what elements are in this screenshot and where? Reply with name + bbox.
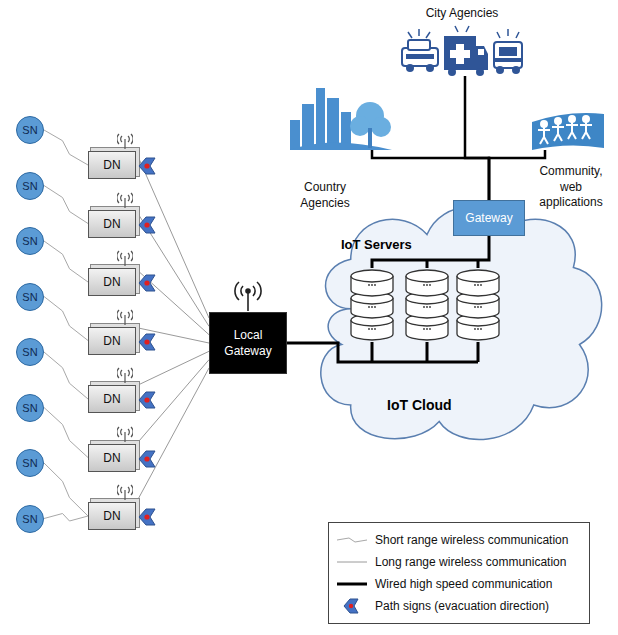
- node-label: Gateway: [465, 211, 512, 225]
- node-label: SN: [22, 346, 37, 358]
- long-range-wireless-link: [136, 351, 209, 386]
- antenna-icon: [117, 250, 133, 266]
- antenna-icon: [117, 309, 133, 325]
- wired-link: [372, 150, 489, 200]
- device-node-box: DN: [88, 327, 136, 355]
- node-label: DN: [103, 275, 120, 289]
- short-range-wireless-link: [44, 408, 88, 458]
- long-range-wireless-link: [136, 360, 209, 445]
- node-label: SN: [22, 402, 37, 414]
- agency-label: City Agencies: [388, 6, 536, 22]
- node-label: SN: [22, 235, 37, 247]
- device-node-box: DN: [88, 151, 136, 179]
- short-range-wireless-link: [44, 130, 88, 165]
- legend-row: Long range wireless communication: [335, 551, 583, 573]
- long-range-wireless-link: [136, 368, 209, 503]
- sensor-node-circle: SN: [16, 394, 44, 422]
- node-label: DN: [103, 217, 120, 231]
- node-label: SN: [22, 457, 37, 469]
- device-node-box: DN: [88, 385, 136, 413]
- sensor-node-circle: SN: [16, 227, 44, 255]
- wired-link: [465, 76, 489, 200]
- legend-box: Short range wireless communicationLong r…: [328, 522, 590, 624]
- node-label: SN: [22, 180, 37, 192]
- agency-label: Country Agencies: [286, 180, 364, 211]
- node-label: DN: [103, 509, 120, 523]
- antenna-icon: [117, 426, 133, 442]
- sensor-node-circle: SN: [16, 283, 44, 311]
- legend-text: Short range wireless communication: [375, 533, 568, 547]
- long-range-wireless-link: [136, 269, 209, 335]
- antenna-icon: [117, 133, 133, 149]
- antenna-icon: [117, 367, 133, 383]
- path-sign-icon: [138, 391, 156, 409]
- path-sign-icon: [138, 274, 156, 292]
- path-sign-icon: [138, 157, 156, 175]
- short-range-wireless-link: [44, 514, 88, 522]
- legend-text: Long range wireless communication: [375, 555, 566, 569]
- node-label: DN: [103, 451, 120, 465]
- fire-truck-icon: [494, 29, 522, 74]
- skyline-icon: [290, 88, 392, 150]
- short-range-wireless-link: [44, 186, 88, 224]
- legend-sample: [335, 576, 369, 592]
- legend-row: Path signs (evacuation direction): [335, 595, 583, 617]
- long-range-wireless-link: [136, 211, 209, 327]
- short-range-wireless-link: [44, 463, 88, 516]
- agency-node: City Agencies: [398, 28, 526, 76]
- agency-node: Country Agencies: [288, 86, 394, 150]
- community-icon: [532, 113, 604, 150]
- sensor-node-circle: SN: [16, 449, 44, 477]
- legend-sample: [335, 532, 369, 548]
- local-gateway-box: Local Gateway: [209, 312, 287, 374]
- server-bus-wire: [305, 236, 489, 362]
- node-label: SN: [22, 291, 37, 303]
- server-icon: [351, 270, 499, 340]
- agency-label: Community, web applications: [534, 164, 608, 211]
- device-node-box: DN: [88, 268, 136, 296]
- path-sign-icon: [138, 508, 156, 526]
- device-node-box: DN: [88, 502, 136, 530]
- short-range-wireless-link: [44, 297, 88, 341]
- node-label: DN: [103, 334, 120, 348]
- path-sign-icon: [138, 333, 156, 351]
- path-sign-icon: [138, 216, 156, 234]
- path-sign-icon: [138, 450, 156, 468]
- legend-sample: [335, 598, 369, 614]
- node-label: SN: [22, 124, 37, 136]
- legend-sample: [335, 554, 369, 570]
- gateway-box: Gateway: [453, 200, 525, 236]
- antenna-icon: [117, 484, 133, 500]
- short-range-wireless-link: [44, 352, 88, 399]
- iot-cloud: IoT ServersIoT Cloud Gateway: [305, 185, 610, 460]
- agency-node: Community, web applications: [530, 108, 606, 150]
- long-range-wireless-link: [136, 152, 209, 318]
- sensor-node-circle: SN: [16, 338, 44, 366]
- wired-link: [489, 150, 545, 200]
- antenna-icon: [117, 192, 133, 208]
- cloud-label: IoT Cloud: [387, 397, 452, 413]
- node-label: DN: [103, 392, 120, 406]
- sensor-node-circle: SN: [16, 505, 44, 533]
- node-label: Local Gateway: [214, 327, 282, 359]
- cloud-label: IoT Servers: [341, 237, 412, 252]
- legend-row: Wired high speed communication: [335, 573, 583, 595]
- node-label: SN: [22, 513, 37, 525]
- device-node-box: DN: [88, 210, 136, 238]
- legend-text: Path signs (evacuation direction): [375, 599, 549, 613]
- legend-text: Wired high speed communication: [375, 577, 552, 591]
- device-node-box: DN: [88, 444, 136, 472]
- police-car-icon: [402, 29, 438, 72]
- wired-link: [287, 342, 305, 345]
- ambulance-icon: [444, 26, 488, 76]
- sensor-node-circle: SN: [16, 172, 44, 200]
- short-range-wireless-link: [44, 241, 88, 282]
- sensor-node-circle: SN: [16, 116, 44, 144]
- legend-row: Short range wireless communication: [335, 529, 583, 551]
- antenna-icon: [235, 282, 261, 311]
- node-label: DN: [103, 158, 120, 172]
